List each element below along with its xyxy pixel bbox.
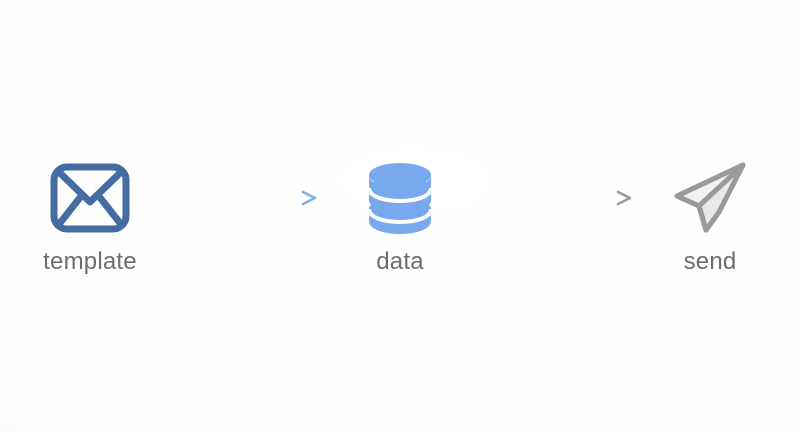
- flow-node-template[interactable]: template: [15, 158, 165, 274]
- flow-node-send[interactable]: send: [635, 158, 785, 274]
- database-cylinder-icon: [363, 158, 437, 238]
- flow-node-data[interactable]: data: [325, 158, 475, 274]
- flow-row: template: [0, 158, 800, 283]
- connector-data-to-send: [475, 158, 635, 238]
- connector-template-to-data: [165, 158, 325, 238]
- flow-node-label-template: template: [43, 248, 137, 275]
- paper-plane-icon: [669, 158, 751, 238]
- flow-node-label-data: data: [376, 248, 424, 275]
- flow-node-label-send: send: [683, 248, 737, 275]
- envelope-icon: [49, 158, 131, 238]
